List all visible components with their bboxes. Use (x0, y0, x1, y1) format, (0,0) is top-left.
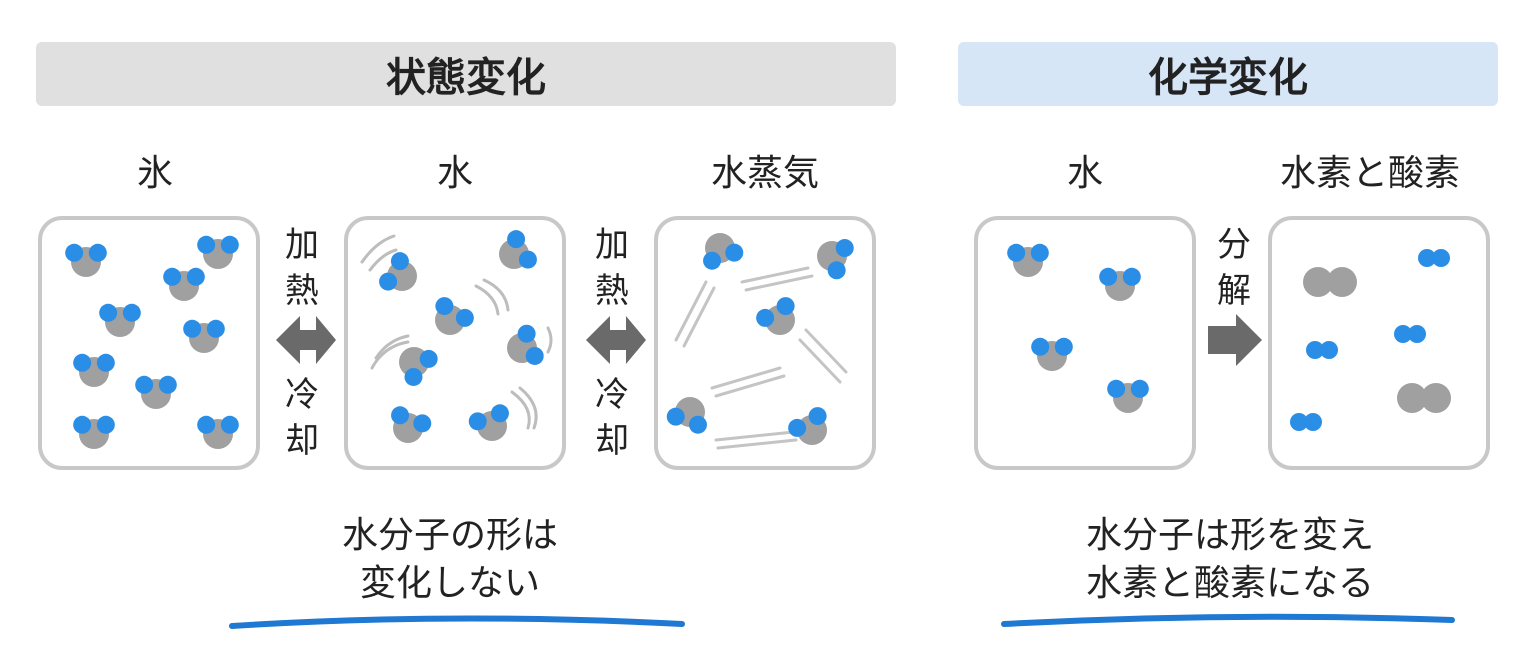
reactant-water-molecule (1031, 337, 1073, 371)
steam-water-molecule (703, 233, 744, 270)
physical-change-title: 状態変化 (386, 55, 546, 101)
ice-water-molecule (135, 375, 177, 409)
motion-lines (360, 234, 553, 430)
physical-change-banner: 状態変化 (36, 42, 896, 106)
cooling-label-2: 冷却 (595, 375, 629, 461)
stage-label-water-chem: 水 (1066, 153, 1103, 194)
decomposition-label: 分解 (1217, 225, 1251, 311)
liquid-water-molecule (435, 297, 474, 335)
chemical-caption-underline (1001, 613, 1455, 627)
double-arrow-icon-1 (276, 316, 336, 364)
hydrogen-molecule (1306, 341, 1338, 359)
reactant-water-molecule (1007, 243, 1049, 277)
cooling-label-1: 冷却 (285, 375, 319, 461)
steam-water-molecule (666, 397, 707, 434)
steam-water-molecule (788, 407, 827, 445)
chemical-caption: 水分子は形を変え 水素と酸素になる (1020, 512, 1440, 608)
ice-water-molecule (73, 415, 115, 449)
heating-label-2: 加熱 (595, 225, 629, 311)
liquid-water-molecule (379, 252, 417, 291)
ice-water-molecule (197, 235, 239, 269)
liquid-water-molecule (391, 406, 432, 443)
ice-water-molecule (99, 303, 141, 337)
stage-label-h2-o2: 水素と酸素 (1279, 153, 1460, 194)
stage-label-water: 水 (436, 153, 473, 194)
chemical-caption-line2: 水素と酸素になる (1085, 563, 1374, 604)
steam-box (654, 216, 876, 470)
liquid-water-molecule (468, 404, 509, 441)
physical-caption-underline (229, 615, 685, 629)
stage-label-steam: 水蒸気 (710, 153, 819, 194)
chemical-caption-line1: 水分子は形を変え (1085, 515, 1374, 556)
heating-label-1: 加熱 (285, 225, 319, 311)
oxygen-molecule (1397, 383, 1451, 413)
oxygen-molecule (1303, 267, 1357, 297)
liquid-water-molecule (399, 347, 438, 386)
chemical-change-banner: 化学変化 (958, 42, 1498, 106)
physical-caption-line1: 水分子の形は (341, 515, 558, 556)
ice-water-molecule (183, 319, 225, 353)
ice-water-molecule (73, 353, 115, 387)
stage-label-ice: 氷 (136, 153, 173, 194)
steam-streaks (674, 266, 848, 450)
steam-water-molecule (817, 239, 854, 280)
liquid-water-molecule (507, 324, 544, 365)
steam-water-molecule (756, 297, 795, 335)
ice-water-molecule (65, 243, 107, 277)
right-arrow-icon (1208, 314, 1262, 366)
h2-o2-box (1268, 216, 1490, 470)
hydrogen-molecule (1418, 249, 1450, 267)
physical-caption-line2: 変化しない (359, 563, 540, 604)
ice-water-molecule (163, 267, 205, 301)
reactant-water-molecule (1107, 379, 1149, 413)
ice-water-molecule (197, 415, 239, 449)
double-arrow-icon-2 (586, 316, 646, 364)
hydrogen-molecule (1290, 413, 1322, 431)
physical-caption: 水分子の形は 変化しない (250, 512, 650, 608)
liquid-water-molecule (499, 230, 537, 269)
hydrogen-molecule (1394, 325, 1426, 343)
reactant-water-molecule (1099, 267, 1141, 301)
chemical-change-title: 化学変化 (1148, 55, 1308, 101)
